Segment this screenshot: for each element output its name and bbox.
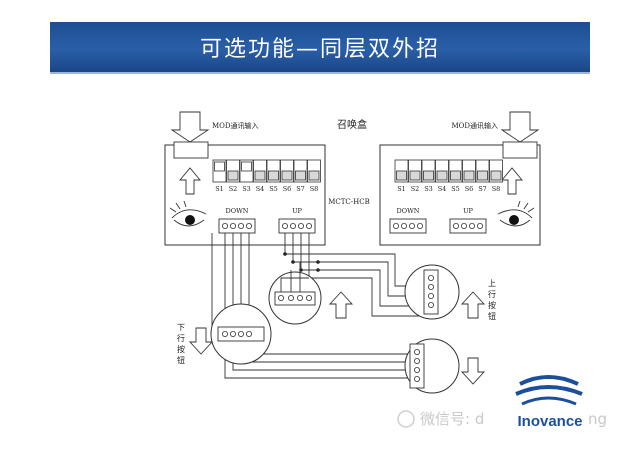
right-dip-switch: S1 S2 S3 S4 S5 S6 S7 S8: [394, 159, 503, 193]
call-box-label: 召唤盒: [337, 118, 367, 131]
up-button-label-char: 上: [488, 279, 496, 288]
left-dip-label: S3: [242, 185, 251, 193]
right-up-arrow2-icon: [460, 291, 486, 319]
wechat-icon: [397, 410, 415, 428]
right-down-arrow-icon: [460, 357, 486, 385]
right-dip-label: S8: [492, 185, 501, 193]
up-button-label-char: 钮: [488, 311, 496, 321]
right-dip-label: S7: [478, 185, 487, 193]
right-up-button-terminal: [423, 269, 439, 315]
right-dip-toggle: [490, 170, 502, 181]
left-dip-label: S1: [215, 185, 224, 193]
watermark-text: 微信号: d: [420, 410, 484, 428]
left-dip-toggle: [268, 170, 279, 181]
left-down-terminal: [218, 218, 256, 234]
right-terminal-pins: [392, 222, 483, 229]
right-dip-toggle: [463, 170, 475, 181]
left-mod-input-arrow-icon: [170, 111, 210, 143]
down-button-label-char: 下: [177, 323, 185, 332]
right-up-arrow-icon: [501, 167, 523, 195]
watermark-suffix: ng: [588, 410, 607, 428]
inovance-logo: Inovance: [515, 375, 583, 430]
left-up-arrow-icon: [179, 167, 201, 195]
right-dip-label: S5: [451, 185, 460, 193]
right-eye-icon: [497, 200, 535, 227]
left-dip-label: S5: [269, 185, 278, 193]
left-dip-label: S2: [229, 185, 238, 193]
left-up-label: UP: [292, 207, 302, 215]
right-down-button-terminal: [409, 343, 425, 389]
up-button-label-char: 行: [488, 289, 496, 299]
left-dip-toggle: [214, 161, 225, 172]
right-dip-toggle: [396, 170, 407, 181]
right-down-label: DOWN: [397, 207, 420, 215]
middle-up-arrow-icon: [328, 291, 354, 319]
right-dip-toggle: [436, 170, 448, 181]
left-dip-label: S4: [256, 185, 265, 193]
left-up-terminal: [278, 218, 316, 234]
left-dip-toggle: [254, 170, 266, 181]
right-up-terminal: [449, 218, 487, 234]
right-mod-input-arrow-icon: [500, 111, 540, 143]
left-dip-label: S7: [296, 185, 305, 193]
down-wires: [211, 233, 410, 379]
left-mod-connector: [173, 141, 209, 159]
right-dip-label: S2: [411, 185, 420, 193]
down-button-label: 下 行 按 钮: [177, 323, 185, 365]
right-dip-label: S1: [397, 185, 406, 193]
middle-button-pins: [277, 294, 312, 301]
down-arrow-icon: [188, 327, 214, 355]
right-mod-label: MOD通讯输入: [451, 121, 498, 130]
up-button-label: 上 行 按 钮: [488, 279, 496, 321]
left-eye-icon: [169, 200, 207, 227]
left-dip-label: S6: [283, 185, 292, 193]
left-dip-toggle: [241, 161, 252, 172]
title-underline: [50, 72, 590, 74]
title-banner: 可选功能—同层双外招: [50, 22, 590, 72]
left-mod-label: MOD通讯输入: [212, 121, 259, 130]
right-down-terminal: [389, 218, 427, 234]
up-button-label-char: 按: [488, 300, 496, 310]
down-button-pins: [221, 330, 252, 337]
board-model-label: MCTC-HCB: [328, 198, 370, 206]
right-dip-label: S6: [465, 185, 474, 193]
right-dip-toggle: [477, 170, 488, 181]
left-dip-switch: S1 S2 S3 S4 S5 S6 S7 S8: [212, 159, 321, 193]
left-dip-toggle: [227, 170, 239, 181]
right-dip-toggle: [409, 170, 421, 181]
left-up-terminal-pins: [281, 222, 312, 229]
left-dip-toggle: [295, 170, 306, 181]
page-title: 可选功能—同层双外招: [199, 37, 440, 62]
middle-button-terminal: [274, 291, 316, 306]
left-dip-label: S8: [310, 185, 319, 193]
right-dip-label: S3: [424, 185, 433, 193]
left-down-label: DOWN: [226, 207, 249, 215]
left-dip-toggle: [308, 170, 320, 181]
right-up-button-pins: [427, 274, 434, 308]
up-wires: [284, 233, 424, 317]
down-button-label-char: 按: [177, 344, 185, 354]
right-down-button-pins: [413, 348, 420, 382]
down-button-label-char: 钮: [177, 355, 185, 365]
left-dip-toggle: [281, 170, 293, 181]
wechat-watermark: 微信号: d ng: [397, 410, 607, 428]
right-dip-label: S4: [438, 185, 447, 193]
left-down-terminal-pins: [221, 222, 252, 229]
logo-text: Inovance: [517, 413, 582, 430]
right-mod-connector: [502, 141, 538, 159]
down-button-label-char: 行: [177, 333, 185, 343]
right-dip-toggle: [450, 170, 461, 181]
right-up-label: UP: [463, 207, 473, 215]
right-dip-toggle: [423, 170, 434, 181]
